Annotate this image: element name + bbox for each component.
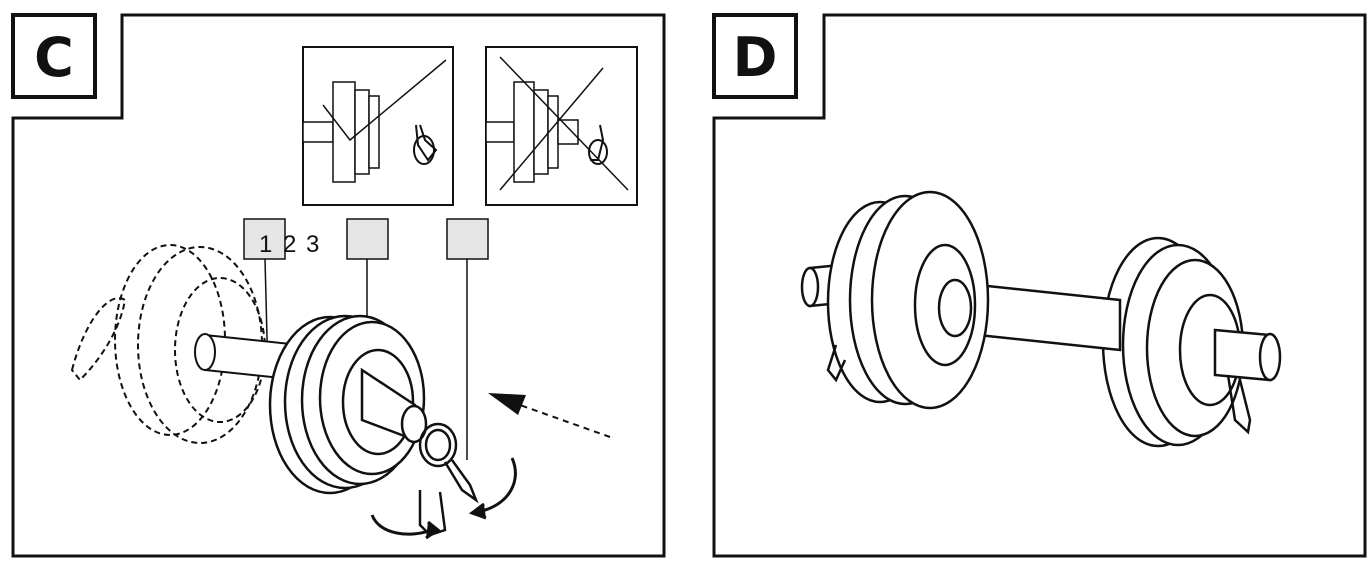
assembled-dumbbell <box>800 190 1282 448</box>
direction-arrow <box>488 393 611 438</box>
callout-box-1 <box>243 218 286 260</box>
panel-d-label-box <box>712 13 798 99</box>
rotation-arrows <box>370 457 517 540</box>
panel-c: C <box>11 13 666 558</box>
panel-c-label: C <box>34 26 74 89</box>
callout-number-3: 3 <box>306 231 319 258</box>
callout-box-3 <box>446 218 489 260</box>
cross-mark <box>499 56 629 191</box>
callout-box-2 <box>346 218 389 260</box>
panel-d: D <box>712 13 1367 558</box>
panel-d-frame <box>712 13 1367 558</box>
panel-c-frame <box>11 13 666 558</box>
inset-incorrect <box>485 46 638 206</box>
inset-correct <box>302 46 454 206</box>
spring-collar-icon <box>413 124 438 165</box>
callout-number-2: 2 <box>283 231 296 258</box>
panel-d-label: D <box>733 26 778 89</box>
check-mark <box>322 59 447 142</box>
panel-c-label-box <box>11 13 97 99</box>
spring-collar-icon <box>588 124 608 165</box>
callout-boxes <box>243 218 489 460</box>
callout-number-1: 1 <box>259 231 272 258</box>
weight-plates <box>268 314 428 495</box>
